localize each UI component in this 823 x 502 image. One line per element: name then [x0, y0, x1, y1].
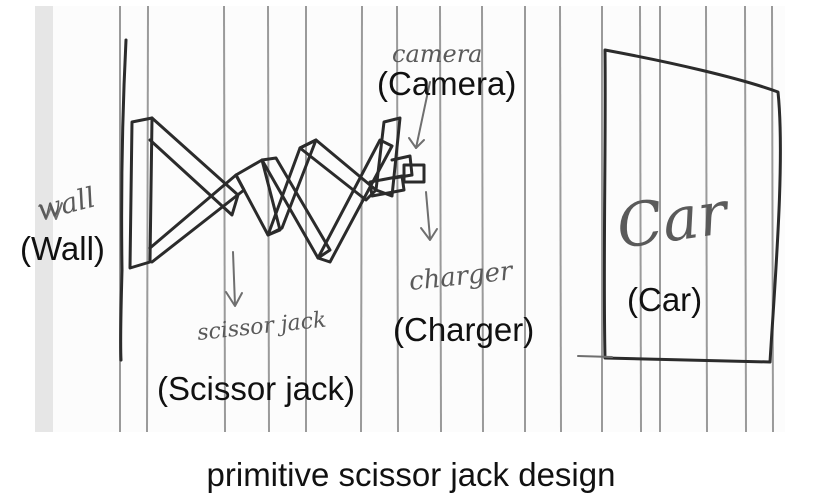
label-camera: (Camera): [377, 65, 516, 102]
annotation-arrows: [225, 81, 438, 307]
label-charger: (Charger): [393, 311, 534, 348]
scissor-jack-drawing: [128, 116, 426, 270]
label-car: (Car): [627, 281, 702, 318]
wall-line: [119, 38, 128, 362]
car-ground-line: [577, 355, 613, 358]
ruled-lines: [119, 5, 774, 433]
wall-handwriting-mark: [39, 202, 63, 220]
paper-left-shadow: [35, 6, 53, 432]
label-scissor-jack: (Scissor jack): [157, 370, 355, 407]
handwriting-car: Car: [612, 178, 734, 263]
label-wall: (Wall): [20, 230, 105, 267]
car-outline: [602, 48, 782, 364]
handwriting-camera: camera: [392, 40, 483, 68]
figure-caption: primitive scissor jack design: [207, 456, 616, 493]
